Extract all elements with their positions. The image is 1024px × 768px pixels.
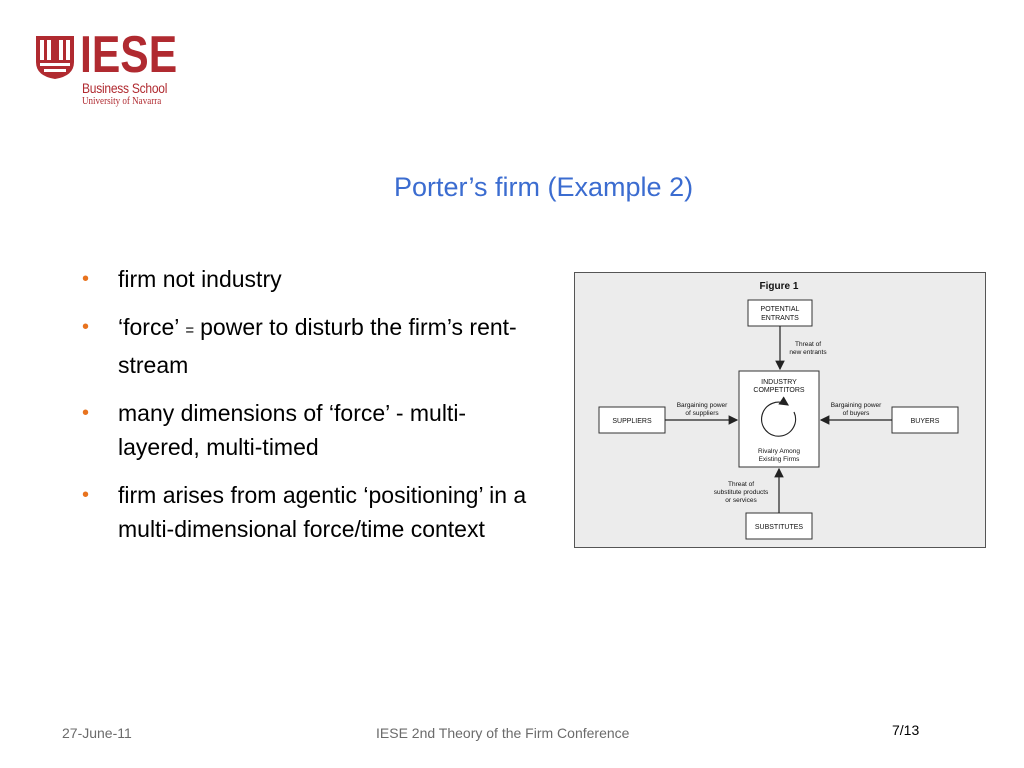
- five-forces-diagram: Figure 1 POTENTIAL ENTRANTS Threat of ne…: [574, 272, 986, 548]
- potential-entrants-box: [747, 299, 813, 327]
- bullet-icon: •: [82, 268, 90, 290]
- threat-entrants-2: new entrants: [789, 349, 827, 356]
- logo-wordmark: IESE: [80, 26, 178, 84]
- five-forces-svg: Figure 1 POTENTIAL ENTRANTS Threat of ne…: [574, 272, 986, 548]
- competitors-label-2: COMPETITORS: [753, 387, 805, 394]
- threat-entrants-1: Threat of: [795, 341, 821, 348]
- suppliers-label: SUPPLIERS: [612, 418, 652, 425]
- buyers-label: BUYERS: [911, 418, 940, 425]
- bp-buyers-2: of buyers: [843, 410, 870, 417]
- iese-crest-icon: [36, 36, 74, 79]
- slide-title: Porter’s firm (Example 2): [394, 172, 694, 202]
- threat-subs-2: substitute products: [714, 489, 769, 496]
- logo-university: University of Navarra: [82, 96, 162, 107]
- rivalry-label-1: Rivalry Among: [758, 448, 800, 455]
- logo-subtitle: Business School: [82, 80, 168, 96]
- bullet-text-continued: power to disturb the firm’s rent-stream: [118, 314, 517, 378]
- bullet-icon: •: [82, 316, 90, 338]
- bullet-icon: •: [82, 402, 90, 424]
- threat-subs-3: or services: [725, 497, 757, 504]
- bullet-item: • firm arises from agentic ‘positioning’…: [80, 478, 540, 546]
- substitutes-box: [745, 512, 813, 540]
- bullet-item: • many dimensions of ‘force’ - multi-lay…: [80, 396, 540, 464]
- bullet-list: • firm not industry • ‘force’ =power to d…: [80, 262, 540, 560]
- substitutes-label: SUBSTITUTES: [755, 524, 804, 531]
- entrants-label-2: ENTRANTS: [761, 315, 799, 322]
- bp-suppliers-2: of suppliers: [685, 410, 719, 417]
- buyers-box: [891, 406, 959, 434]
- page-number: 7/13: [892, 722, 920, 738]
- bullet-icon: •: [82, 484, 90, 506]
- entrants-label-1: POTENTIAL: [761, 306, 800, 313]
- bp-buyers-1: Bargaining power: [831, 402, 882, 409]
- footer-date: 27-June-11: [62, 725, 132, 741]
- bullet-text: firm arises from agentic ‘positioning’ i…: [118, 482, 527, 542]
- threat-subs-1: Threat of: [728, 481, 754, 488]
- rivalry-label-2: Existing Firms: [759, 456, 801, 463]
- rivalry-cycle-icon: [760, 396, 797, 437]
- iese-logo: IESE Business School University of Navar…: [34, 26, 184, 110]
- bp-suppliers-1: Bargaining power: [677, 402, 728, 409]
- footer-conference: IESE 2nd Theory of the Firm Conference: [376, 725, 630, 741]
- industry-competitors-box: [738, 370, 820, 468]
- bullet-item: • firm not industry: [80, 262, 540, 296]
- competitors-label-1: INDUSTRY: [761, 379, 797, 386]
- bullet-item: • ‘force’ =power to disturb the firm’s re…: [80, 310, 540, 382]
- bullet-text: firm not industry: [118, 266, 282, 292]
- bullet-text: ‘force’: [118, 314, 180, 340]
- equals-sign: =: [185, 322, 195, 339]
- figure-caption: Figure 1: [760, 281, 799, 292]
- bullet-text: many dimensions of ‘force’ - multi-layer…: [118, 400, 467, 460]
